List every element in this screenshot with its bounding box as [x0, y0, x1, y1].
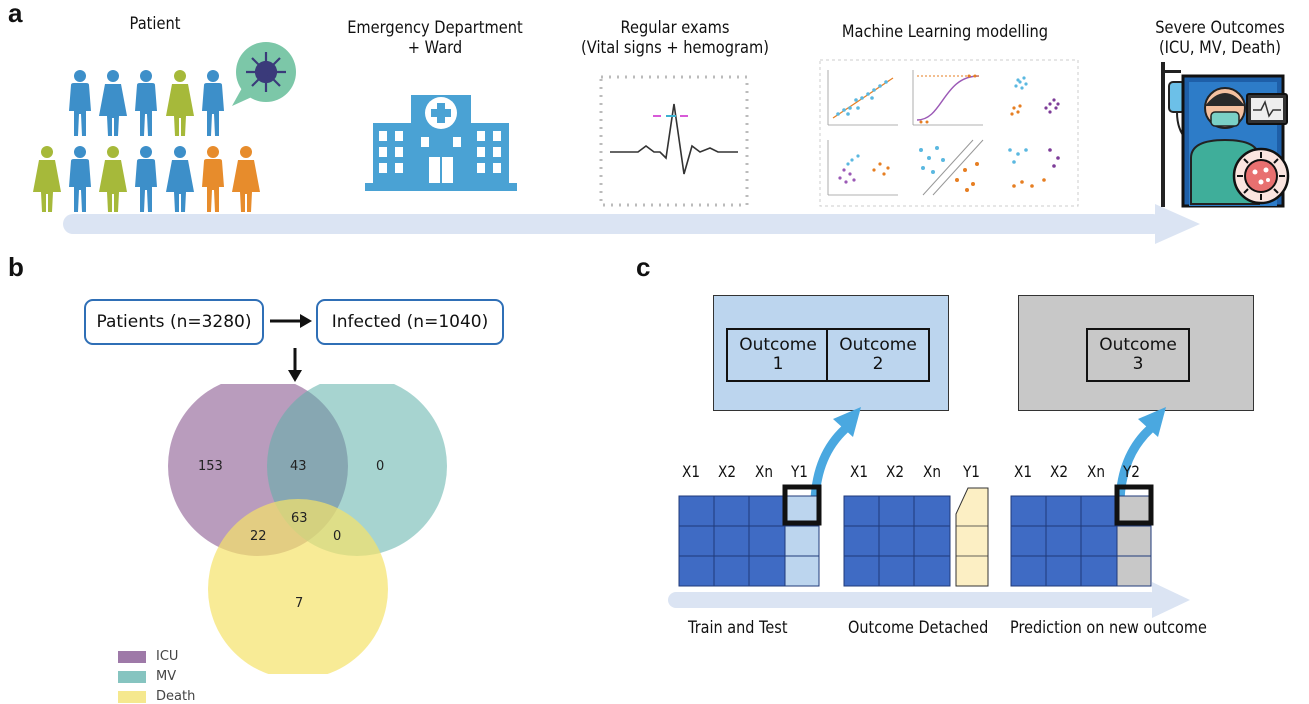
table3-grid	[1010, 484, 1154, 587]
stage-title-outcomes-line1: Severe Outcomes	[1155, 18, 1285, 38]
legend-label-icu: ICU	[156, 649, 179, 664]
table3-col-x2: X2	[1050, 462, 1068, 481]
curved-arrow-1-icon	[810, 407, 861, 505]
venn-value-icu-only: 153	[198, 459, 223, 474]
icu-patient-icon	[1161, 62, 1290, 208]
legend-swatch-icu	[118, 650, 146, 663]
venn-value-mv-death: 0	[333, 529, 342, 544]
venn-value-all-three: 63	[291, 511, 308, 526]
table1-grid	[678, 484, 822, 587]
venn-value-mv-only: 0	[376, 459, 385, 474]
venn-circle-death	[208, 499, 388, 674]
table3-col-y2: Y2	[1123, 462, 1140, 481]
curved-arrow-2-icon	[1115, 407, 1166, 505]
table2-col-y1: Y1	[963, 462, 980, 481]
outcome-3-box: Outcome 3	[1086, 328, 1190, 382]
outcome-3-number: 3	[1132, 354, 1144, 374]
stage-title-ed-line1: Emergency Department	[347, 18, 523, 38]
venn-value-icu-mv: 43	[290, 459, 307, 474]
stage-title-exams-line2: (Vital signs + hemogram)	[581, 38, 769, 58]
arrow-down-icon	[288, 348, 302, 382]
patients-box: Patients (n=3280)	[84, 299, 264, 345]
step-label-prediction: Prediction on new outcome	[1010, 618, 1207, 638]
legend-label-mv: MV	[156, 669, 177, 684]
outcome-2-number: 2	[872, 354, 884, 374]
stage-title-outcomes-line2: (ICU, MV, Death)	[1158, 38, 1282, 58]
outcome-1-title: Outcome	[739, 335, 817, 355]
table2-grid	[843, 487, 989, 587]
legend-swatch-death	[118, 690, 146, 703]
patients-group-icon	[33, 42, 296, 212]
panel-label-a: a	[8, 0, 23, 28]
legend-swatch-mv	[118, 670, 146, 683]
legend-item-icu: ICU	[118, 649, 178, 664]
venn-diagram	[168, 384, 447, 674]
table1-col-xn: Xn	[755, 462, 773, 481]
table1-col-x1: X1	[682, 462, 700, 481]
timeline-arrow	[63, 204, 1200, 244]
process-arrow	[668, 582, 1190, 618]
table2-col-x1: X1	[850, 462, 868, 481]
step-label-outcome-detached: Outcome Detached	[848, 618, 989, 638]
table2-col-x2: X2	[886, 462, 904, 481]
stage-title-patient: Patient	[129, 14, 181, 34]
legend-label-death: Death	[156, 689, 196, 704]
table1-col-x2: X2	[718, 462, 736, 481]
outcome-3-title: Outcome	[1099, 335, 1177, 355]
legend-item-death: Death	[118, 689, 195, 704]
venn-value-death-only: 7	[295, 596, 304, 611]
outcome-2-title: Outcome	[839, 335, 917, 355]
venn-value-icu-death: 22	[250, 529, 267, 544]
stage-title-ml: Machine Learning modelling	[841, 22, 1049, 42]
outcome-1-number: 1	[772, 354, 784, 374]
arrow-right-icon	[270, 314, 312, 328]
table3-col-x1: X1	[1014, 462, 1032, 481]
panel-label-c: c	[636, 252, 651, 282]
ecg-icon	[599, 75, 749, 207]
outcome-2-box: Outcome 2	[826, 328, 930, 382]
table2-col-xn: Xn	[923, 462, 941, 481]
infected-box: Infected (n=1040)	[316, 299, 504, 345]
table3-col-xn: Xn	[1087, 462, 1105, 481]
legend-item-mv: MV	[118, 669, 176, 684]
outcome-1-box: Outcome 1	[726, 328, 830, 382]
step-label-train-test: Train and Test	[688, 618, 788, 638]
stage-title-exams-line1: Regular exams	[620, 18, 730, 38]
hospital-icon	[365, 95, 517, 191]
ml-plots-icon	[819, 59, 1079, 207]
table1-col-y1: Y1	[791, 462, 808, 481]
stage-title-ed-line2: + Ward	[407, 38, 463, 58]
panel-label-b: b	[8, 252, 24, 282]
